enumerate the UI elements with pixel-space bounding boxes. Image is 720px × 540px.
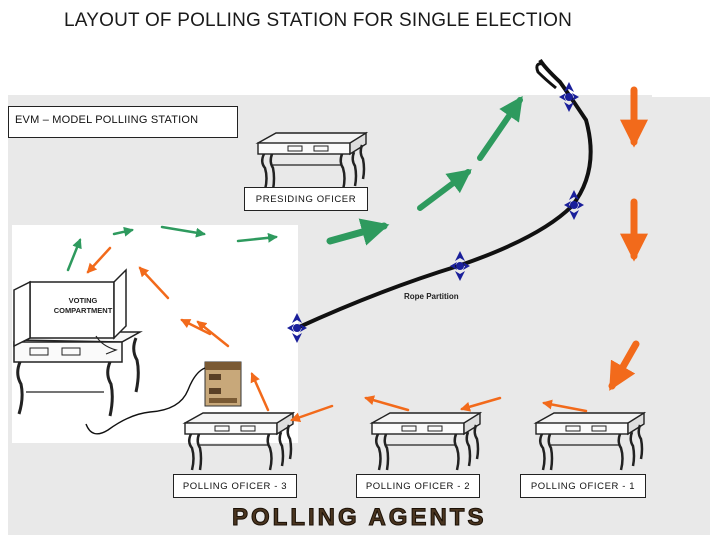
page-title: LAYOUT OF POLLING STATION FOR SINGLE ELE… [64,10,573,31]
entry-flow-arrows [86,86,648,423]
voting-compartment-label: VOTING COMPARTMENT [36,296,130,316]
polling-officer-1-table-icon [534,411,646,472]
polling-officer-2-table-icon [370,411,482,472]
voting-compartment-icon [13,268,143,417]
polling-officer-3-label: POLLING OFICER - 3 [173,474,297,498]
polling-officer-1-label: POLLING OFICER - 1 [520,474,646,498]
evm-cable [85,367,206,435]
rope-partition-label: Rope Partition [404,292,459,301]
presiding-officer-label: PRESIDING OFICER [244,187,368,211]
voting-compartment-label-line: COMPARTMENT [53,306,113,315]
rope-post-icon [287,313,307,343]
hall-gap [652,89,720,97]
polling-officer-3-table-icon [183,411,295,472]
presiding-officer-table-icon [256,131,368,192]
polling-officer-2-label: POLLING OFICER - 2 [356,474,480,498]
rope-partition-hook [535,62,557,90]
exit-flow-arrows [66,96,523,272]
control-unit-icon [204,361,242,407]
rope-post-icon [450,251,470,281]
voting-compartment-label-line: VOTING [68,296,98,305]
polling-agents-label: POLLING AGENTS [231,504,487,532]
station-label: EVM – MODEL POLLIING STATION [8,106,238,138]
